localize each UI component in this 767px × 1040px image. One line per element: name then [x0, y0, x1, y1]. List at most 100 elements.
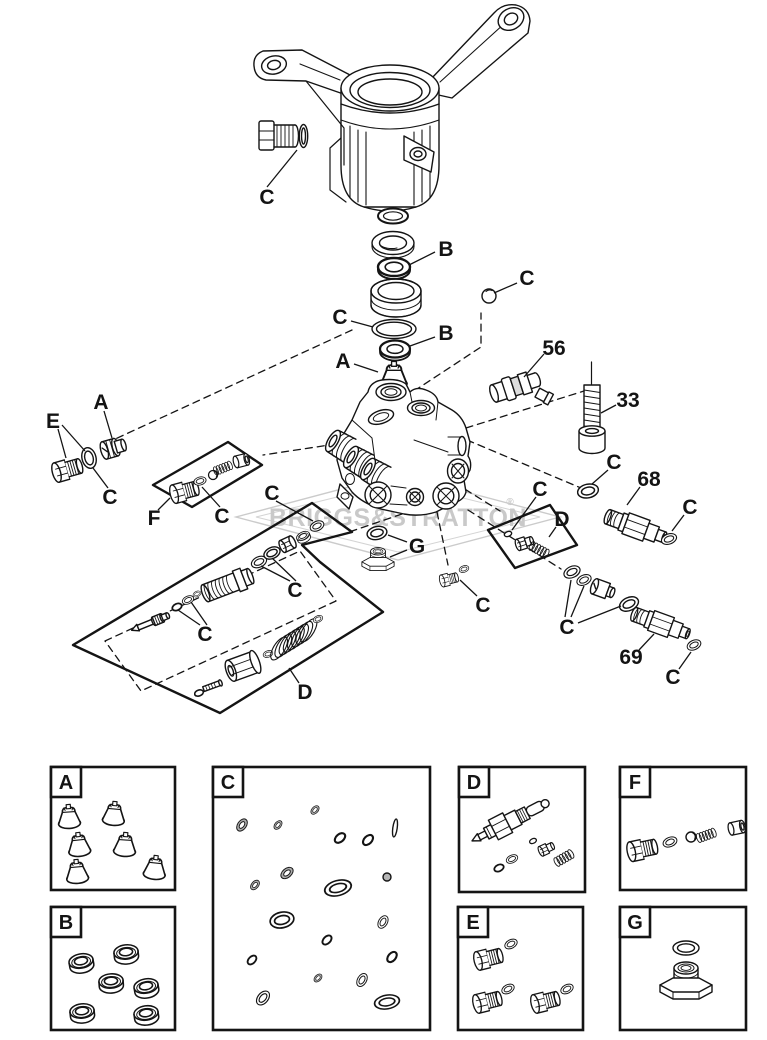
callout-C-20: C: [475, 594, 490, 617]
callout-C-18: C: [532, 478, 547, 501]
callout-D-19: D: [554, 508, 569, 531]
leader-line-68-22: [626, 486, 641, 506]
hex-nut: [278, 535, 297, 554]
watermark-registered-mark: ®: [506, 497, 514, 508]
leader-line-C-13: [275, 500, 314, 522]
oring-e: [81, 446, 97, 470]
callout-C-26: C: [665, 666, 680, 689]
leader-line-A-8: [103, 410, 113, 439]
leader-line-C-2: [350, 320, 374, 328]
callout-C-2: C: [332, 306, 347, 329]
kit-box-tab-F: [618, 765, 652, 799]
callout-A-8: A: [93, 391, 108, 414]
kit-box-tab-E: [456, 905, 490, 939]
callout-C-10: C: [102, 486, 117, 509]
drain-plug-group-e: [49, 437, 127, 484]
leader-line-C-20: [459, 579, 478, 597]
callout-A-4: A: [335, 350, 350, 373]
kit-d-callout-box: [71, 501, 385, 715]
leader-line-69-25: [638, 633, 655, 651]
callout-C-0: C: [259, 186, 274, 209]
leader-line-A-4: [353, 363, 379, 373]
callout-C-24: C: [559, 616, 574, 639]
watermark-diamond-logo: [233, 473, 563, 561]
watermark-diamond-inner: [255, 481, 541, 553]
leader-line-C-14: [260, 565, 291, 582]
leader-line-D-19: [548, 526, 557, 538]
callout-F-11: F: [148, 507, 161, 530]
callout-68-22: 68: [637, 468, 661, 491]
unloader-spring: [270, 618, 318, 661]
kit-box-label-E: E: [466, 912, 479, 934]
housing-plug: [258, 120, 300, 151]
kit-d-box-contents: [471, 798, 576, 874]
kit-box-tab-C: [211, 765, 245, 799]
leader-line-B-3: [409, 336, 436, 347]
seal-ring-top: [377, 207, 409, 225]
kit-d-unloader-valve: [471, 798, 550, 842]
kit-box-tab-G: [618, 905, 652, 939]
callout-C-5: C: [519, 267, 534, 290]
kit-box-label-C: C: [221, 772, 235, 794]
manifold-front-ports: [364, 481, 460, 510]
callout-33-7: 33: [616, 389, 639, 412]
leader-line-G-17: [387, 534, 408, 543]
oring-c-stack: [371, 318, 417, 340]
leader-line-C-24: [577, 605, 622, 624]
callout-C-15: C: [197, 623, 212, 646]
callout-C-14: C: [287, 579, 302, 602]
leader-line-B-1: [408, 251, 436, 266]
leader-line-C-24: [570, 585, 585, 618]
socket-head-bolt-33: [578, 361, 606, 455]
dashed-assembly-lines: [104, 312, 585, 692]
valve-seat-69: [589, 577, 616, 600]
backup-ring: [263, 546, 281, 560]
pump-housing: [253, 3, 531, 212]
leader-line-C-0: [266, 149, 298, 188]
valve-stem: [130, 612, 171, 632]
kit-box-tab-B: [49, 905, 83, 939]
leader-line-C-5: [493, 282, 518, 294]
thermal-relief-valve-56: [488, 371, 555, 406]
callout-B-3: B: [438, 322, 453, 345]
callout-C-21: C: [606, 451, 621, 474]
kit-d-inner-dashed-outline: [104, 550, 337, 692]
callout-E-9: E: [46, 410, 60, 433]
callout-69-25: 69: [619, 646, 642, 669]
check-ball: [481, 288, 497, 304]
leader-line-G-17: [389, 549, 408, 558]
leader-line-C-26: [678, 651, 692, 670]
leader-line-C-23: [671, 514, 685, 532]
kit-f-callout-box: [151, 440, 264, 509]
leader-line-C-24: [564, 579, 572, 618]
leader-line-33-7: [600, 404, 617, 414]
leader-line-C-15: [190, 601, 208, 626]
callout-D-16: D: [297, 681, 312, 704]
leader-line-D-16: [288, 667, 300, 684]
leader-line-E-9: [57, 428, 67, 459]
housing-plug-oring: [298, 123, 309, 149]
callout-B-1: B: [438, 238, 453, 261]
seal-b-lower: [378, 339, 412, 362]
callout-C-13: C: [264, 482, 279, 505]
leader-line-C-12: [201, 486, 221, 508]
callout-56-6: 56: [542, 337, 565, 360]
housing-mount-hole-right: [497, 6, 525, 32]
leader-line-C-18: [511, 496, 537, 531]
callout-G-17: G: [409, 535, 425, 558]
kit-c-contents: [234, 803, 402, 1012]
manifold-side-port: [446, 435, 470, 484]
pressure-ring-cup: [370, 278, 422, 318]
kit-g-contents: [659, 940, 713, 1000]
callout-C-23: C: [682, 496, 697, 519]
callout-C-12: C: [214, 505, 229, 528]
kit-box-tab-A: [49, 765, 83, 799]
inlet-fitting-69-group: [561, 562, 704, 653]
kit-box-tab-D: [457, 765, 491, 799]
fitting-a: [99, 437, 127, 460]
kit-box-C: [211, 765, 432, 1032]
seal-b-upper: [376, 256, 412, 280]
